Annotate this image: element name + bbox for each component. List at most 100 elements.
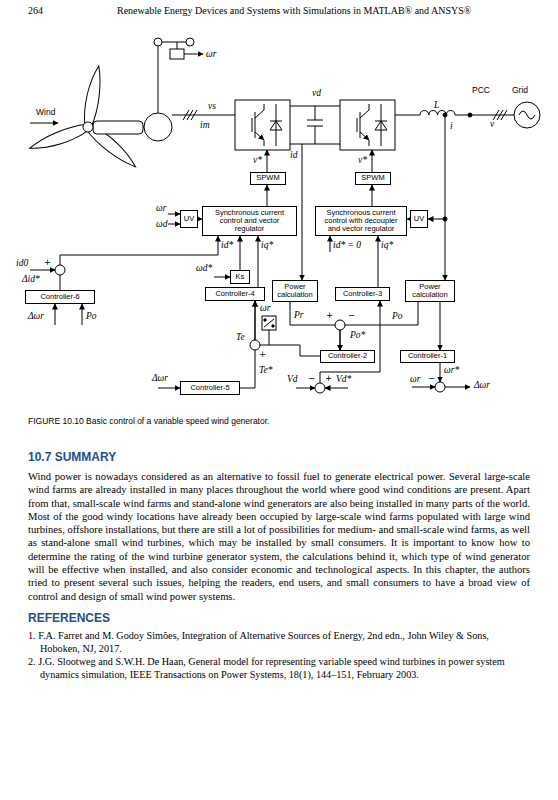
- sign-label: −: [308, 374, 315, 383]
- signal-name: ωr: [206, 49, 216, 59]
- block-text: Controller-1: [408, 352, 447, 360]
- signal-connector: [290, 302, 340, 350]
- body-paragraph: Wind power is nowadays considered as an …: [28, 470, 530, 603]
- block-text: UV: [184, 215, 194, 223]
- signal-name: Δωr: [28, 311, 44, 321]
- reference-entry: 1. F.A. Farret and M. Godoy Simões, Inte…: [28, 630, 530, 656]
- signal-name: L: [434, 100, 439, 110]
- sign-label: +: [259, 350, 266, 359]
- inductor: [420, 111, 455, 115]
- turbine-rotor: [28, 65, 140, 172]
- signal-connector: [378, 236, 379, 287]
- signal-name: i: [450, 121, 453, 131]
- block-box: Power calculation: [405, 280, 455, 302]
- block-text: Synchronous current control with decoupl…: [318, 209, 404, 234]
- running-header: Renewable Energy Devices and Systems wit…: [117, 5, 471, 16]
- signal-name: Te: [236, 332, 245, 342]
- component-label: Wind: [36, 108, 55, 117]
- block-box: Power calculation: [272, 280, 318, 302]
- block-box: Controller-1: [400, 350, 455, 363]
- signal-name: id*: [221, 240, 233, 250]
- sign-label: +: [44, 258, 51, 267]
- block-box: UV: [180, 210, 198, 228]
- block-box: Controller-6: [25, 290, 95, 304]
- sign-label: +: [326, 311, 333, 320]
- signal-name: Te*: [259, 365, 272, 375]
- block-box: UV: [410, 210, 428, 228]
- block-box: Synchronous current control with decoupl…: [315, 206, 407, 236]
- block-text: SPWM: [256, 174, 279, 182]
- running-header: 264: [28, 5, 43, 16]
- sign-label: −: [348, 311, 355, 320]
- block-box: Ks: [230, 270, 250, 284]
- component-label: PCC: [472, 86, 490, 95]
- signal-name: id: [290, 150, 297, 160]
- block-text: UV: [414, 215, 424, 223]
- block-text: Synchronous current control and vector r…: [205, 209, 294, 234]
- signal-name: ωr*: [444, 365, 459, 375]
- signal-name: v*: [358, 155, 367, 165]
- inverter-converter: [340, 100, 395, 150]
- signal-connector: [255, 301, 320, 356]
- signal-name: id0: [16, 258, 28, 268]
- signal-connector: [258, 236, 259, 287]
- signal-name: ωr: [156, 203, 166, 213]
- block-text: Controller-3: [343, 290, 382, 298]
- signal-name: iq*: [381, 240, 393, 250]
- grid-source: [514, 102, 540, 128]
- sign-label: +: [325, 374, 332, 383]
- signal-name: Pr: [294, 310, 304, 320]
- switch: [262, 316, 276, 330]
- block-text: Controller-5: [190, 384, 229, 392]
- block-text: Power calculation: [275, 283, 315, 300]
- signal-connector: [267, 185, 268, 206]
- signal-connector: [372, 185, 373, 206]
- signal-name: Δid*: [22, 274, 40, 284]
- signal-name: Po: [392, 311, 403, 321]
- generator: [144, 113, 172, 141]
- signal-name: Δωr: [474, 380, 490, 390]
- signal-name: Po*: [350, 330, 365, 340]
- block-text: Controller-2: [328, 352, 367, 360]
- block-box: SPWM: [355, 172, 391, 185]
- signal-name: Δωr: [152, 373, 168, 383]
- signal-name: ωd: [156, 219, 167, 229]
- signal-name: iq*: [261, 240, 273, 250]
- signal-name: id* = 0: [333, 240, 361, 250]
- signal-name: vs: [208, 101, 216, 111]
- signal-name: im: [200, 120, 210, 130]
- block-box: Controller-2: [320, 350, 375, 363]
- signal-name: Vd*: [336, 374, 351, 384]
- signal-connector: [440, 302, 441, 350]
- block-box: Synchronous current control and vector r…: [202, 206, 297, 236]
- signal-connector: [240, 236, 241, 270]
- signal-name: vd: [312, 88, 321, 98]
- nacelle: [93, 121, 143, 134]
- block-text: Controller-4: [215, 290, 254, 298]
- figure-caption: FIGURE 10.10 Basic control of a variable…: [28, 417, 528, 426]
- block-box: Controller-5: [180, 381, 240, 395]
- signal-name: ωd*: [196, 263, 212, 273]
- signal-name: Vd: [287, 374, 298, 384]
- signal-name: Po: [86, 311, 97, 321]
- block-box: SPWM: [250, 172, 286, 185]
- section-heading: 10.7 SUMMARY: [28, 451, 116, 464]
- signal-name: ωr: [260, 303, 270, 313]
- rectifier-converter: [235, 100, 290, 150]
- signal-connector: [60, 236, 218, 290]
- signal-name: v*: [253, 155, 262, 165]
- block-box: Controller-3: [335, 287, 390, 301]
- component-label: Grid: [512, 86, 528, 95]
- section-heading: REFERENCES: [28, 612, 110, 625]
- block-text: Power calculation: [408, 283, 452, 300]
- block-text: Controller-6: [40, 293, 79, 301]
- block-text: Ks: [236, 273, 245, 281]
- signal-name: v: [490, 119, 494, 129]
- block-text: SPWM: [361, 174, 384, 182]
- reference-entry: 2. J.G. Slootweg and S.W.H. De Haan, Gen…: [28, 656, 530, 682]
- sign-label: −: [428, 374, 435, 383]
- signal-name: ωr: [410, 374, 420, 384]
